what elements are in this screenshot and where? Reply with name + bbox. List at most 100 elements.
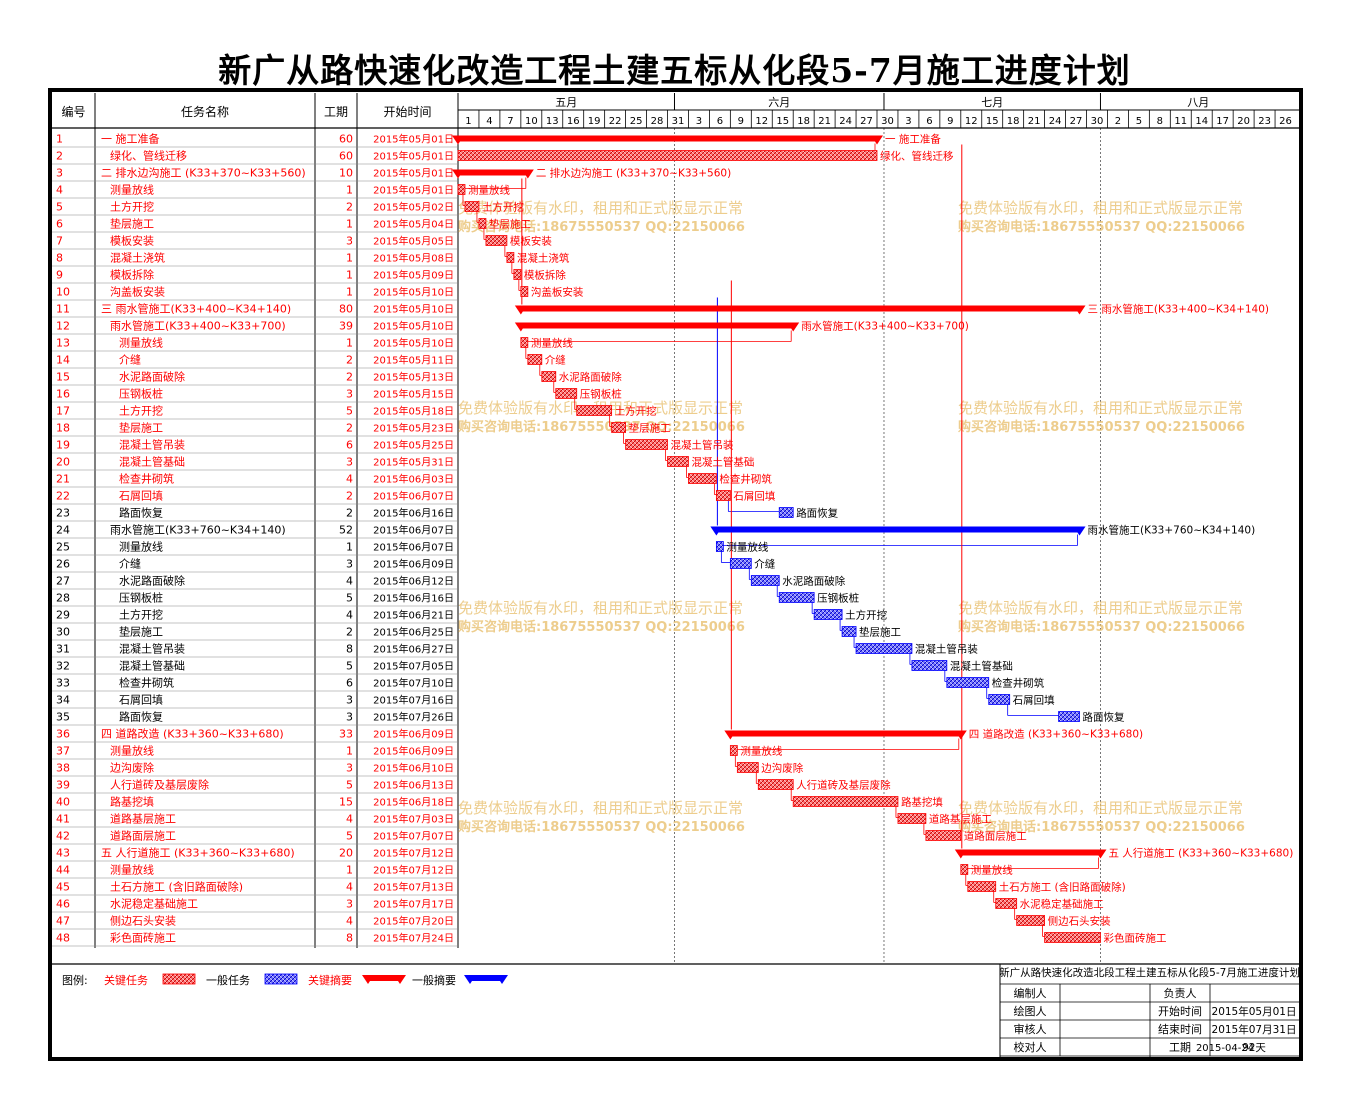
watermark-line1: 免费体验版有水印，租用和正式版显示正常	[958, 799, 1243, 817]
day-label: 19	[588, 116, 601, 127]
row-start: 2015年05月25日	[373, 439, 454, 452]
row-name: 石屑回填	[119, 489, 163, 503]
day-label: 20	[1237, 116, 1250, 127]
row-id: 45	[56, 881, 70, 894]
row-duration: 5	[346, 405, 353, 418]
row-duration: 3	[346, 762, 353, 775]
task-bar	[736, 762, 759, 773]
summary-end-marker	[1073, 305, 1086, 315]
day-label: 10	[525, 116, 538, 127]
row-duration: 2	[346, 507, 353, 520]
day-label: 28	[651, 116, 664, 127]
row-duration: 2	[346, 354, 353, 367]
task-bar	[506, 252, 515, 263]
task-bar	[1016, 915, 1046, 926]
row-start: 2015年05月10日	[373, 303, 454, 316]
row-duration: 5	[346, 592, 353, 605]
watermark-line1: 免费体验版有水印，租用和正式版显示正常	[958, 199, 1243, 217]
summary-bar	[458, 135, 877, 142]
row-duration: 8	[346, 932, 353, 945]
row-id: 26	[56, 558, 70, 571]
row-id: 41	[56, 813, 70, 826]
row-duration: 3	[346, 694, 353, 707]
row-start: 2015年05月10日	[373, 320, 454, 333]
row-id: 46	[56, 898, 70, 911]
row-start: 2015年05月31日	[373, 456, 454, 469]
row-start: 2015年05月10日	[373, 337, 454, 350]
summary-bar	[520, 322, 794, 329]
bar-label: 垫层施工	[859, 626, 901, 639]
row-duration: 3	[346, 456, 353, 469]
row-id: 20	[56, 456, 70, 469]
row-duration: 5	[346, 779, 353, 792]
task-bar	[925, 830, 962, 841]
row-id: 48	[56, 932, 70, 945]
day-label: 8	[1157, 116, 1163, 127]
row-id: 15	[56, 371, 70, 384]
bar-label: 测量放线	[740, 745, 782, 758]
task-bar	[555, 388, 578, 399]
bar-label: 沟盖板安装	[531, 286, 584, 299]
bar-label: 水泥路面破除	[559, 371, 622, 384]
summary-bar	[368, 975, 400, 981]
day-label: 24	[1049, 116, 1062, 127]
row-start: 2015年06月09日	[373, 745, 454, 758]
info-start-value: 2015年05月01日	[1212, 1005, 1297, 1018]
row-name: 垫层施工	[110, 217, 154, 231]
day-label: 27	[860, 116, 873, 127]
row-duration: 6	[346, 439, 353, 452]
info-box-date: 2015-04-24	[1196, 1043, 1254, 1054]
bar-label: 混凝土浇筑	[517, 252, 570, 265]
row-duration: 1	[346, 541, 353, 554]
bar-label: 压钢板桩	[817, 592, 859, 605]
task-bar	[478, 218, 487, 229]
row-duration: 3	[346, 558, 353, 571]
bar-label: 检查井砌筑	[719, 473, 772, 486]
row-id: 24	[56, 524, 70, 537]
row-id: 36	[56, 728, 70, 741]
day-label: 2	[1115, 116, 1121, 127]
row-start: 2015年07月05日	[373, 660, 454, 673]
row-duration: 4	[346, 915, 353, 928]
info-editor-label: 编制人	[1014, 986, 1047, 1000]
row-name: 测量放线	[119, 540, 163, 554]
day-label: 24	[839, 116, 852, 127]
row-start: 2015年06月21日	[373, 609, 454, 622]
summary-end-marker	[871, 135, 883, 145]
info-end-label: 结束时间	[1158, 1023, 1202, 1036]
row-start: 2015年07月07日	[373, 830, 454, 843]
row-id: 33	[56, 677, 70, 690]
row-id: 14	[56, 354, 70, 367]
task-bar	[729, 558, 752, 569]
row-start: 2015年05月02日	[373, 201, 454, 214]
task-bar	[1044, 932, 1101, 943]
bar-label: 测量放线	[971, 864, 1013, 877]
watermark-line2: 购买咨询电话:18675550537 QQ:22150066	[458, 419, 745, 435]
row-duration: 2	[346, 201, 353, 214]
bar-label: 路面恢复	[1083, 711, 1125, 724]
row-start: 2015年07月03日	[373, 813, 454, 826]
day-label: 9	[738, 116, 744, 127]
watermark-line1: 免费体验版有水印，租用和正式版显示正常	[958, 599, 1243, 617]
row-name: 路基挖填	[110, 795, 154, 809]
summary-start-marker	[452, 135, 464, 145]
row-id: 25	[56, 541, 70, 554]
row-name: 压钢板桩	[119, 591, 163, 605]
row-duration: 10	[339, 167, 353, 180]
task-bar	[988, 694, 1011, 705]
day-label: 27	[1070, 116, 1083, 127]
row-start: 2015年07月16日	[373, 694, 454, 707]
row-name: 土方开挖	[119, 404, 163, 418]
row-start: 2015年05月15日	[373, 388, 454, 401]
watermark-line2: 购买咨询电话:18675550537 QQ:22150066	[958, 419, 1245, 435]
row-start: 2015年05月01日	[373, 133, 454, 146]
row-name: 绿化、管线迁移	[110, 149, 187, 163]
day-label: 11	[1174, 116, 1187, 127]
info-duration-value: 92天	[1242, 1042, 1266, 1054]
row-id: 9	[56, 269, 63, 282]
row-name: 混凝土管吊装	[119, 642, 185, 656]
task-bar	[541, 371, 557, 382]
row-duration: 1	[346, 184, 353, 197]
row-start: 2015年05月01日	[373, 150, 454, 163]
